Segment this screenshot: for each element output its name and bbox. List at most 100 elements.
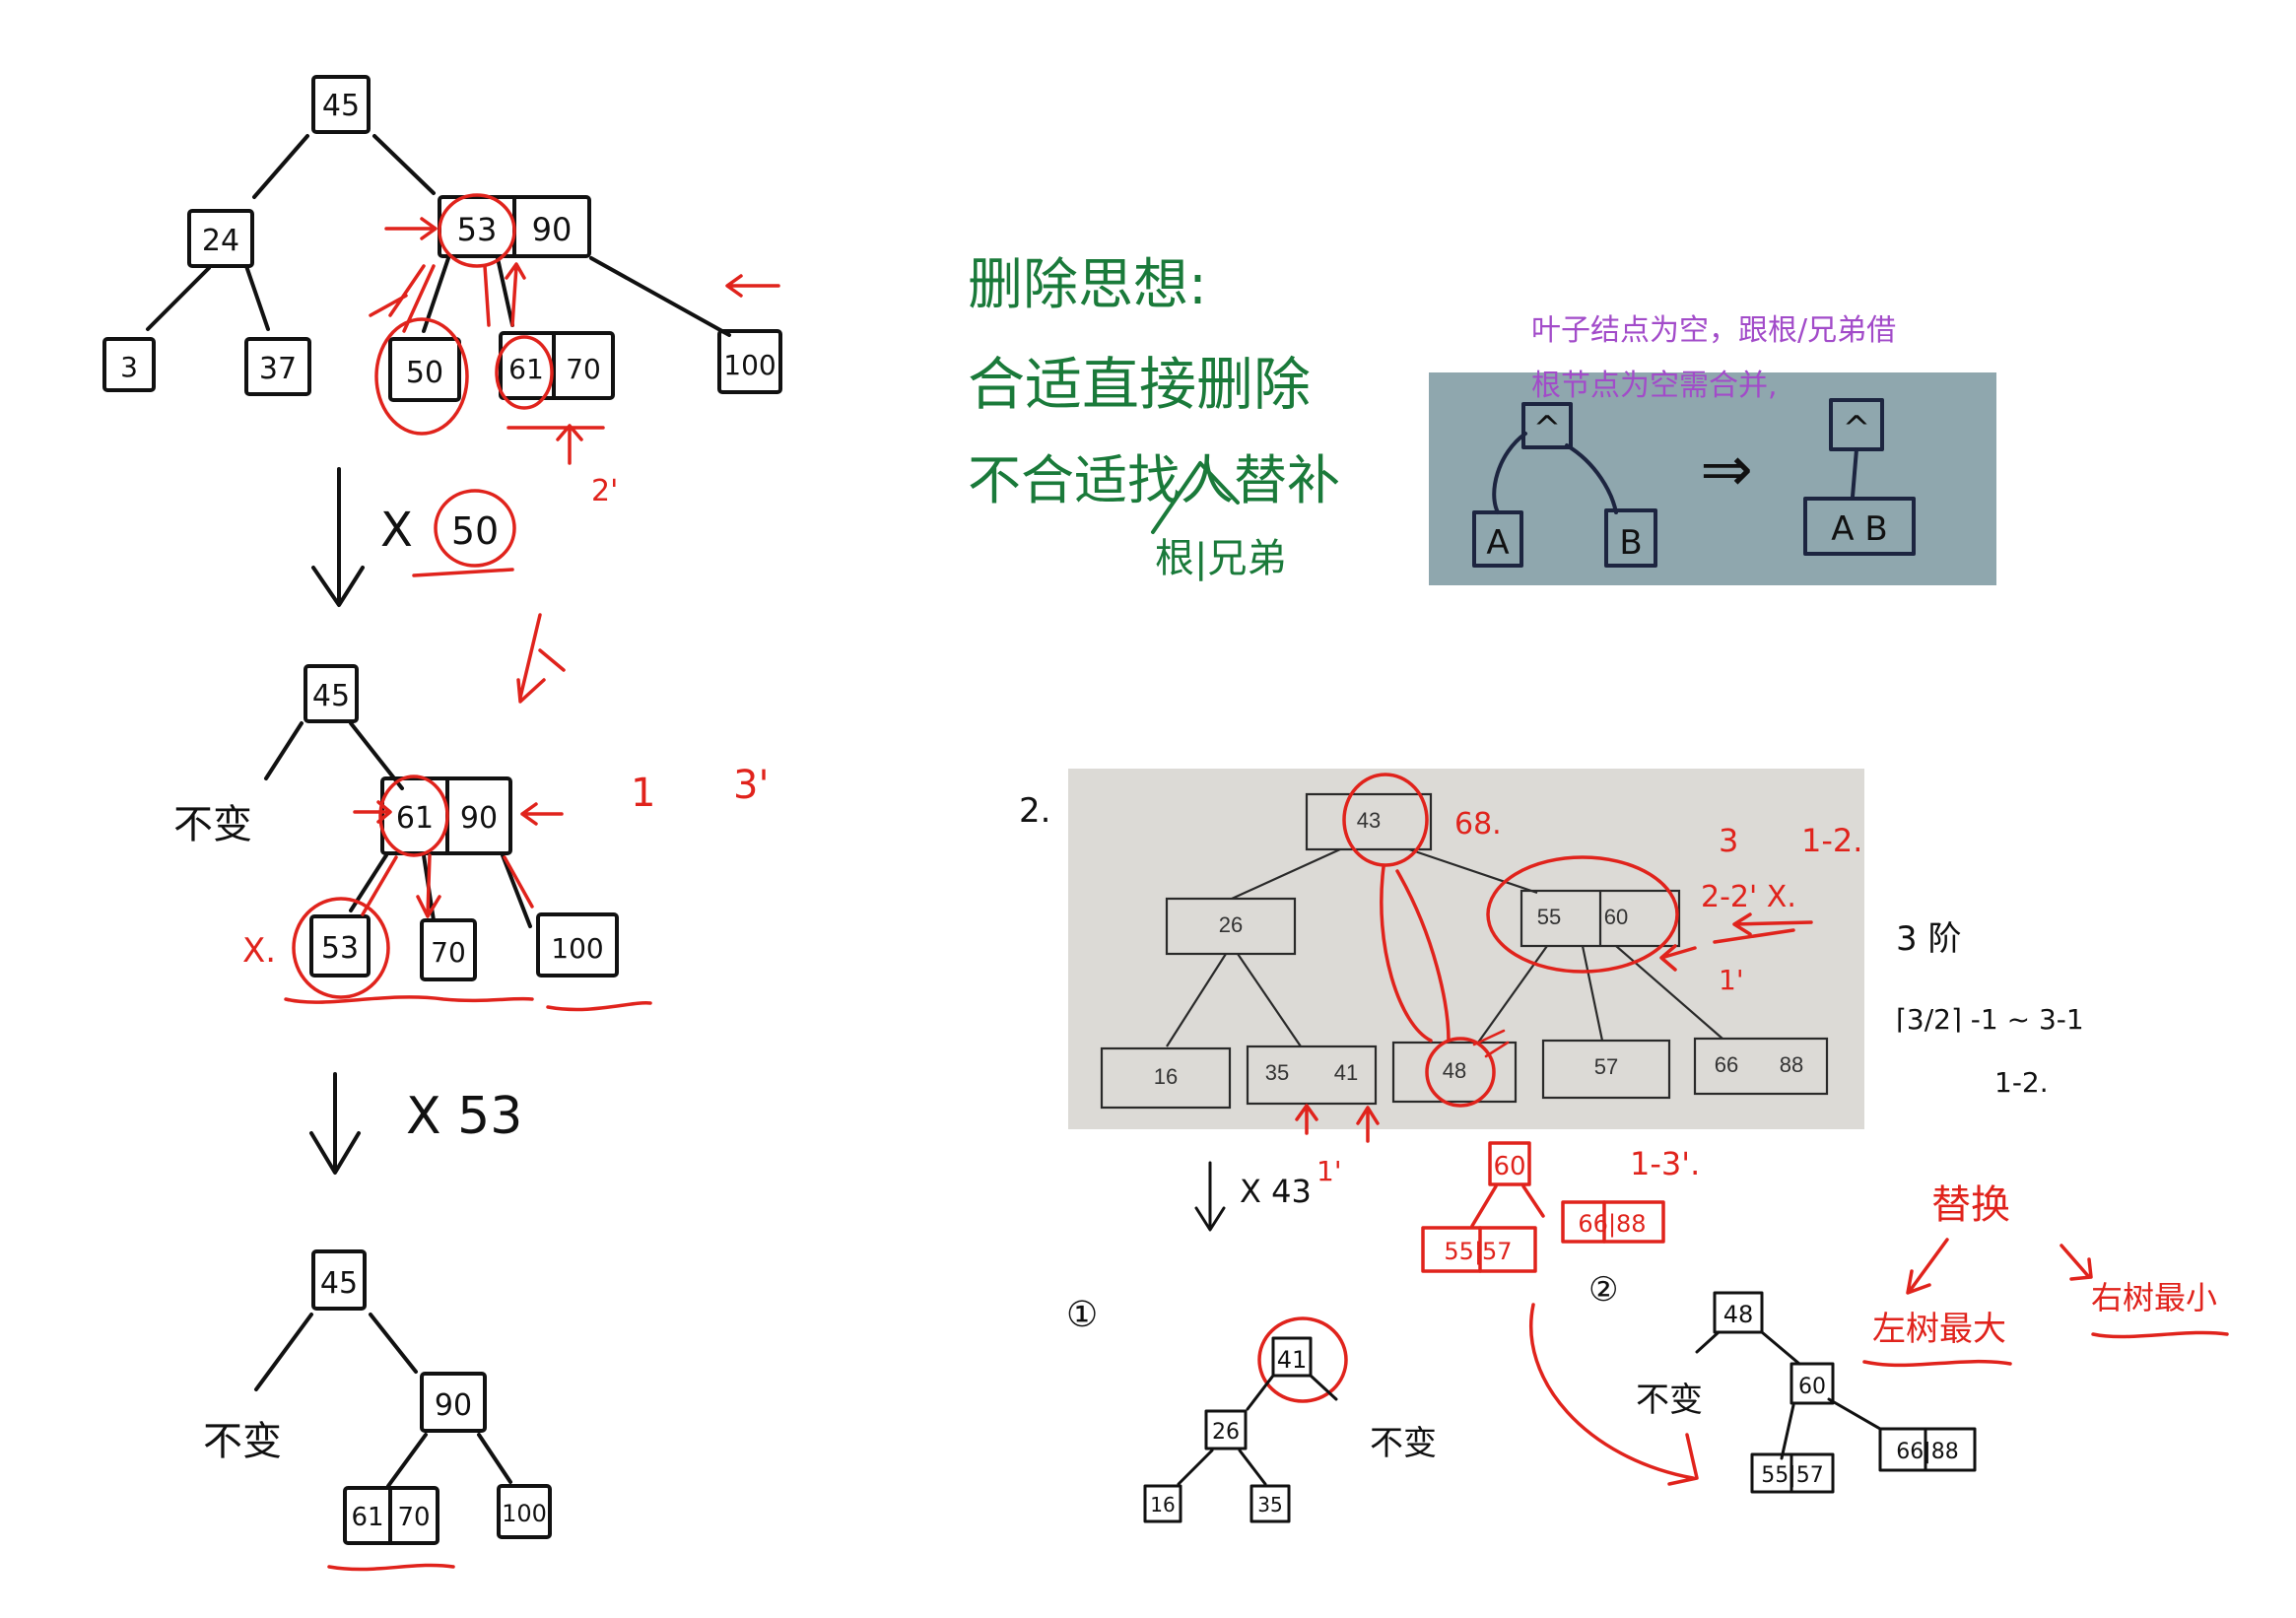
s2-node-100 bbox=[536, 912, 619, 978]
node-50-label: 50 bbox=[406, 356, 443, 390]
ex2-step-mark: 1' bbox=[1317, 1155, 1342, 1187]
s2-x-mark: X. bbox=[242, 931, 276, 971]
notes-line1: 合适直接删除 bbox=[968, 351, 1311, 418]
merge-caption-1: 叶子结点为空，跟根/兄弟借 bbox=[1531, 313, 1896, 348]
res1-note: 不变 bbox=[1370, 1424, 1437, 1463]
red-3: 3 bbox=[1719, 822, 1738, 859]
step1-x: X bbox=[380, 503, 413, 558]
right-min: 右树最小 bbox=[2091, 1279, 2217, 1316]
example2: 2. 43 26 55 60 16 35 41 48 57 66 88 bbox=[1019, 769, 2229, 1523]
p-right-a: 55 bbox=[1537, 905, 1561, 929]
merge-right-ab: A B bbox=[1831, 509, 1887, 549]
merge-right-top: ^ bbox=[1843, 409, 1871, 448]
res2-l: 55|57 bbox=[1761, 1463, 1823, 1488]
red-1-3: 1-3'. bbox=[1630, 1145, 1700, 1182]
merge-left-b: B bbox=[1619, 523, 1642, 563]
merge-caption-2: 根节点为空需合并, bbox=[1531, 369, 1778, 403]
notes-title: 删除思想: bbox=[968, 253, 1207, 317]
res2-root: 48 bbox=[1723, 1301, 1754, 1328]
red-note-3p: 3' bbox=[733, 763, 769, 808]
step2-label: X 53 bbox=[406, 1087, 522, 1146]
notes-line3: 根|兄弟 bbox=[1155, 536, 1286, 581]
s3-node-61-label: 61 bbox=[351, 1503, 383, 1532]
red-1p: 1' bbox=[1719, 964, 1744, 996]
left-max: 左树最大 bbox=[1872, 1310, 2006, 1349]
tree1-stage3: 45 不变 90 61 70 100 bbox=[203, 1249, 552, 1572]
s2-node-53 bbox=[309, 914, 371, 978]
p-leaf1: 16 bbox=[1154, 1064, 1178, 1089]
node-61-label: 61 bbox=[508, 353, 544, 385]
p-right-b: 60 bbox=[1604, 905, 1628, 929]
node-3 bbox=[102, 337, 156, 392]
red-68: 68. bbox=[1454, 807, 1502, 842]
node-45 bbox=[311, 75, 371, 134]
s2-note-unchanged: 不变 bbox=[173, 802, 252, 847]
red-2-2: 2-2' X. bbox=[1701, 880, 1796, 914]
step2: X 53 bbox=[309, 1072, 522, 1175]
merge-left-top: ^ bbox=[1533, 409, 1562, 448]
node-100-label: 100 bbox=[723, 349, 776, 381]
example2-label: 2. bbox=[1019, 791, 1050, 831]
tree1-stage1-red: 2' bbox=[369, 193, 780, 508]
notes-line2: 不合适找人替补 bbox=[968, 449, 1340, 511]
node-61-70 bbox=[499, 331, 615, 400]
tree1-stage2: 45 不变 61 90 53 70 100 bbox=[173, 664, 619, 981]
p-leaf4: 57 bbox=[1594, 1054, 1618, 1079]
opt1-marker: ① bbox=[1066, 1295, 1098, 1335]
p-leaf2b: 41 bbox=[1334, 1060, 1358, 1085]
s3-node-100-label: 100 bbox=[502, 1500, 547, 1527]
res1-l: 16 bbox=[1150, 1493, 1175, 1517]
node-90-label: 90 bbox=[532, 211, 573, 248]
s2-node-70 bbox=[420, 918, 477, 981]
merge-diagram: 叶子结点为空，跟根/兄弟借 根节点为空需合并, ^ A B ⇒ ^ A B bbox=[1429, 313, 1996, 585]
red-6688: 66|88 bbox=[1578, 1210, 1646, 1238]
res2-note: 不变 bbox=[1636, 1381, 1703, 1420]
step1-key: 50 bbox=[451, 509, 499, 553]
s2-node-90-label: 90 bbox=[460, 801, 498, 836]
deletion-notes: 删除思想: 合适直接删除 不合适找人替补 根|兄弟 bbox=[968, 253, 1340, 581]
step1: X 50 bbox=[311, 467, 566, 704]
s2-node-100-label: 100 bbox=[551, 932, 603, 965]
p-leaf2a: 35 bbox=[1265, 1060, 1289, 1085]
example2-photo bbox=[1068, 769, 1864, 1129]
node-3-label: 3 bbox=[120, 351, 138, 383]
red-note-2p: 2' bbox=[591, 474, 618, 508]
node-24 bbox=[187, 209, 254, 268]
s3-node-100 bbox=[497, 1484, 552, 1539]
s2-node-70-label: 70 bbox=[431, 936, 466, 969]
red-1-2: 1-2. bbox=[1801, 822, 1862, 859]
red-note-1: 1 bbox=[631, 771, 655, 816]
node-45-label: 45 bbox=[322, 89, 360, 123]
merge-arrow: ⇒ bbox=[1700, 434, 1753, 506]
s3-node-90-label: 90 bbox=[435, 1388, 472, 1423]
node-53-label: 53 bbox=[457, 211, 498, 248]
order-title: 3 阶 bbox=[1896, 919, 1961, 959]
res2-r: 66|88 bbox=[1896, 1440, 1958, 1464]
s2-node-45 bbox=[304, 664, 359, 723]
s3-note-unchanged: 不变 bbox=[203, 1419, 282, 1464]
s3-node-45 bbox=[311, 1249, 367, 1311]
opt2-marker: ② bbox=[1588, 1270, 1618, 1310]
res1-root: 41 bbox=[1277, 1346, 1308, 1374]
p-leaf5b: 88 bbox=[1780, 1052, 1803, 1077]
node-37 bbox=[244, 337, 311, 396]
res1-r: 35 bbox=[1257, 1493, 1282, 1517]
tree1-stage2-red: X. 1 3' bbox=[242, 763, 769, 1012]
node-50 bbox=[388, 337, 461, 402]
node-24-label: 24 bbox=[202, 224, 239, 258]
p-left: 26 bbox=[1219, 912, 1243, 937]
s3-node-70-label: 70 bbox=[397, 1503, 430, 1532]
red-60: 60 bbox=[1493, 1152, 1525, 1181]
res2-mid: 60 bbox=[1798, 1375, 1826, 1399]
s3-node-90 bbox=[420, 1372, 487, 1433]
order-range: 1-2. bbox=[1994, 1066, 2049, 1099]
s2-node-61-label: 61 bbox=[396, 801, 434, 836]
res1-mid: 26 bbox=[1212, 1420, 1240, 1445]
p-leaf3: 48 bbox=[1443, 1058, 1466, 1083]
order-formula: ⌈3/2⌉ -1 ~ 3-1 bbox=[1896, 1003, 2084, 1036]
p-root: 43 bbox=[1357, 808, 1381, 833]
s3-node-45-label: 45 bbox=[320, 1266, 358, 1301]
node-70-label: 70 bbox=[566, 353, 601, 385]
s2-node-45-label: 45 bbox=[312, 679, 350, 713]
